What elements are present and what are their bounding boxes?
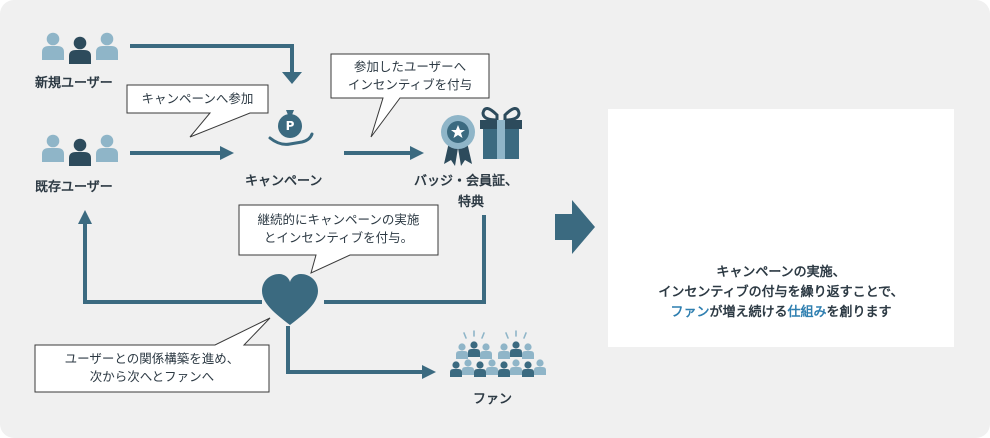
result-system-highlight: 仕組み xyxy=(787,305,827,320)
gift-icon xyxy=(480,107,522,159)
result-line-3-end: を創ります xyxy=(826,305,892,320)
result-line-3: ファンが増え続ける仕組みを創ります xyxy=(608,301,954,320)
bubble-continuous-line1: 継続的にキャンペーンの実施 xyxy=(257,212,420,227)
arrowhead-users-up xyxy=(78,210,92,224)
badge-label-line2: 特典 xyxy=(458,195,485,210)
heart-icon xyxy=(262,274,318,325)
bubble-relationship xyxy=(34,317,271,393)
bubble-continuous-line2: とインセンティブを付与。 xyxy=(263,230,414,245)
arrow-new-users-to-campaign xyxy=(130,44,294,74)
bubble-relationship-line1: ユーザーとの関係構築を進め、 xyxy=(64,351,240,366)
arrowhead-fans xyxy=(422,365,436,379)
money-bag-hand-icon: P xyxy=(268,110,314,146)
badge-label-line1: バッジ・会員証、 xyxy=(414,174,519,189)
result-card: キャンペーンの実施、 インセンティブの付与を繰り返すことで、 ファンが増え続ける… xyxy=(608,109,954,347)
bubble-join-campaign-text: キャンペーンへ参加 xyxy=(141,91,254,106)
arrow-right-icon xyxy=(555,200,595,254)
people-group-icon xyxy=(42,134,118,166)
bubble-incentive-line2: インセンティブを付与 xyxy=(347,77,473,92)
result-line-1: キャンペーンの実施、 xyxy=(716,265,846,280)
arrow-heart-to-existing-users xyxy=(83,222,262,304)
bubble-continuous xyxy=(238,204,439,274)
crowd-icon xyxy=(450,330,546,377)
existing-users-label: 既存ユーザー xyxy=(35,180,113,195)
line-badges-to-heart xyxy=(324,215,486,304)
award-badge-icon xyxy=(441,115,475,166)
fans-label: ファン xyxy=(473,392,513,407)
bubble-relationship-line2: 次から次へとファンへ xyxy=(89,369,215,384)
new-users-label: 新規ユーザー xyxy=(35,76,113,91)
arrowhead-existing-users xyxy=(220,146,234,160)
campaign-label: キャンペーン xyxy=(245,174,323,189)
arrowhead-new-users xyxy=(282,72,302,84)
arrowhead-badges xyxy=(410,146,424,160)
bubble-join-campaign xyxy=(126,84,269,138)
result-fan-highlight: ファン xyxy=(670,305,710,320)
bubble-incentive-line1: 参加したユーザーへ xyxy=(353,59,467,74)
result-line-2: インセンティブの付与を繰り返すことで、 xyxy=(658,285,904,300)
svg-text:P: P xyxy=(286,119,295,133)
arrow-heart-to-fans xyxy=(286,326,424,374)
bubble-incentive xyxy=(330,53,490,138)
people-group-icon xyxy=(42,32,118,64)
result-line-3-mid: が増え続ける xyxy=(709,305,788,320)
